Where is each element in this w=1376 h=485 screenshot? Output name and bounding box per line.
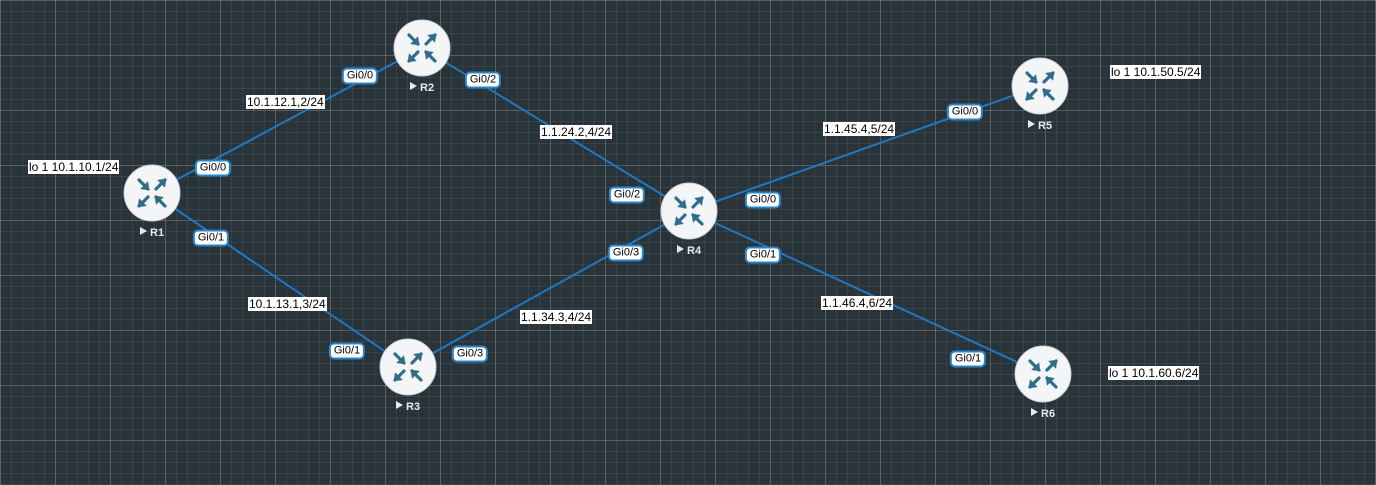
subnet-label: 1.1.34.3,4/24 — [520, 310, 593, 324]
interface-badge-r4-gi0-2[interactable]: Gi0/2 — [608, 186, 646, 204]
loopback-label-r5: lo 1 10.1.50.5/24 — [1110, 65, 1202, 79]
router-icon — [407, 33, 437, 63]
interface-badge-r1-gi0-0[interactable]: Gi0/0 — [194, 159, 232, 177]
link-r1-r2[interactable] — [151, 47, 423, 194]
router-icon — [137, 178, 167, 208]
play-icon[interactable] — [677, 245, 684, 253]
router-r5[interactable]: R5 — [1011, 57, 1069, 132]
subnet-label: 1.1.45.4,5/24 — [823, 122, 896, 136]
interface-badge-r3-gi0-3[interactable]: Gi0/3 — [451, 345, 489, 363]
interface-badge-r4-gi0-1[interactable]: Gi0/1 — [744, 246, 782, 264]
router-r4[interactable]: R4 — [660, 182, 718, 257]
router-label: R2 — [420, 82, 434, 94]
play-icon[interactable] — [140, 227, 147, 235]
link-r1-r3[interactable] — [151, 192, 409, 368]
router-r1[interactable]: R1 — [123, 164, 181, 239]
link-r4-r5[interactable] — [688, 85, 1041, 212]
router-r6[interactable]: R6 — [1014, 345, 1072, 420]
interface-badge-r4-gi0-0[interactable]: Gi0/0 — [744, 191, 782, 209]
router-icon — [393, 352, 423, 382]
interface-badge-r2-gi0-0[interactable]: Gi0/0 — [341, 67, 379, 85]
interface-badge-r5-gi0-0[interactable]: Gi0/0 — [946, 103, 984, 121]
subnet-label: 10.1.13.1,3/24 — [248, 297, 327, 311]
router-label: R1 — [150, 227, 164, 239]
router-r3[interactable]: R3 — [379, 338, 437, 413]
subnet-label: 1.1.46.4,6/24 — [821, 296, 894, 310]
loopback-label-r1: lo 1 10.1.10.1/24 — [28, 160, 120, 174]
router-label: R4 — [687, 245, 702, 257]
link-r3-r4[interactable] — [407, 210, 690, 368]
router-r2[interactable]: R2 — [393, 19, 451, 94]
interface-badge-r6-gi0-1[interactable]: Gi0/1 — [949, 350, 987, 368]
play-icon[interactable] — [1031, 408, 1038, 416]
router-icon — [674, 196, 704, 226]
router-label: R5 — [1038, 120, 1052, 132]
play-icon[interactable] — [396, 401, 403, 409]
router-icon — [1028, 359, 1058, 389]
router-icon — [1025, 71, 1055, 101]
interface-badge-r2-gi0-2[interactable]: Gi0/2 — [464, 71, 502, 89]
interface-badge-r4-gi0-3[interactable]: Gi0/3 — [607, 244, 645, 262]
interface-badge-r1-gi0-1[interactable]: Gi0/1 — [192, 229, 230, 247]
router-label: R6 — [1041, 408, 1055, 420]
subnet-label: 1.1.24.2,4/24 — [540, 125, 613, 139]
play-icon[interactable] — [1028, 120, 1035, 128]
interface-badge-r3-gi0-1[interactable]: Gi0/1 — [328, 342, 366, 360]
router-label: R3 — [406, 401, 420, 413]
loopback-label-r6: lo 1 10.1.60.6/24 — [1108, 366, 1200, 380]
subnet-label: 10.1.12.1,2/24 — [246, 95, 325, 109]
link-r4-r6[interactable] — [688, 210, 1044, 375]
play-icon[interactable] — [410, 82, 417, 90]
